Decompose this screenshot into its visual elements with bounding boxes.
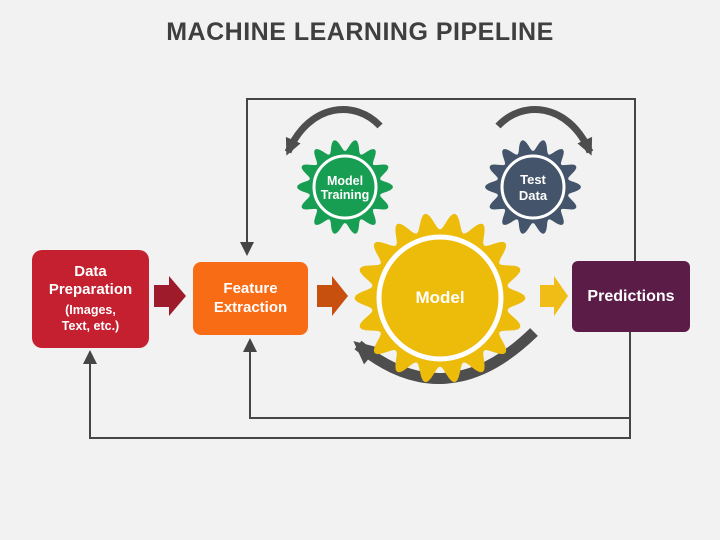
node-predictions: Predictions [572,261,690,332]
model-label: Model [415,288,465,307]
arrow-data-prep-to-feature-icon [154,276,186,316]
data-preparation-sublabel: (Images, Text, etc.) [61,303,120,333]
model-gear-ring [376,234,504,362]
arrow-feature-to-model-icon [317,276,348,316]
data-preparation-label: Data Preparation [48,263,133,299]
rotation-arrow-test-data-icon [495,106,594,156]
model-training-gear-icon [297,140,393,234]
feature-extraction-label: Feature Extraction [213,279,288,316]
connector-predictions-to-feature-top-loop [240,98,636,261]
test-data-gear-ring [500,154,566,220]
arrow-model-to-predictions-icon [540,276,568,316]
page-title: MACHINE LEARNING PIPELINE [166,18,554,46]
rotation-arrow-model-icon [353,328,538,385]
predictions-label: Predictions [587,287,675,305]
rotation-arrow-model-training-icon [284,106,383,156]
node-feature-extraction: Feature Extraction [193,262,308,335]
node-data-preparation: Data Preparation (Images, Text, etc.) [32,250,149,348]
connector-predictions-to-data-preparation [83,332,631,439]
test-data-gear-icon [485,140,581,234]
test-data-label: Test Data [518,172,548,203]
connector-predictions-to-feature-extraction [243,338,630,419]
model-training-gear-ring [312,154,378,220]
model-training-label: Model Training [320,173,370,202]
